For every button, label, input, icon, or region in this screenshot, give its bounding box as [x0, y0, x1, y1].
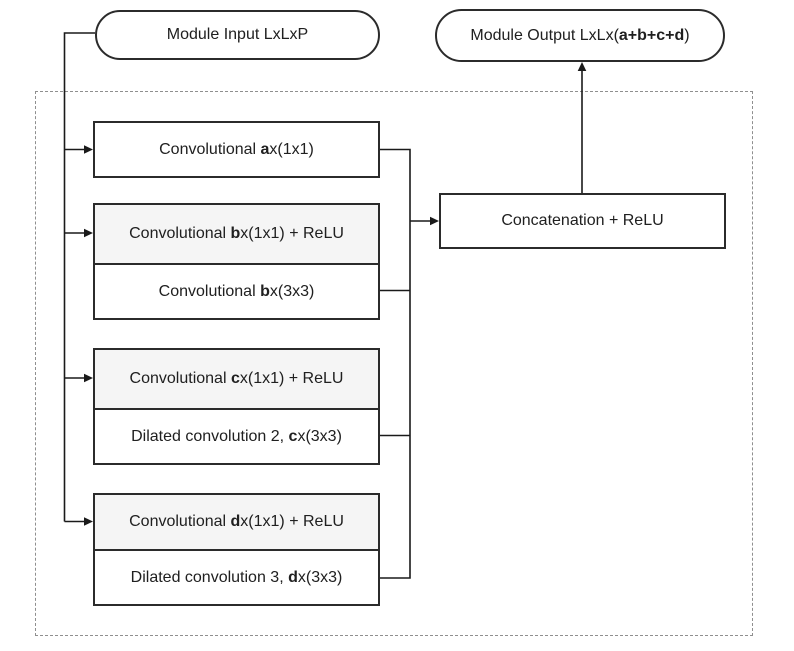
arrowhead-output-in	[577, 62, 587, 71]
module-output-node: Module Output LxLx(a+b+c+d)	[435, 9, 725, 62]
module-boundary-dashed-box	[35, 91, 753, 636]
module-output-label: Module Output LxLx(a+b+c+d)	[470, 26, 690, 44]
module-input-node: Module Input LxLxP	[95, 10, 380, 60]
concatenation-node: Concatenation + ReLU	[439, 193, 726, 249]
module-input-label: Module Input LxLxP	[166, 26, 309, 43]
concatenation-label: Concatenation + ReLU	[501, 212, 664, 229]
